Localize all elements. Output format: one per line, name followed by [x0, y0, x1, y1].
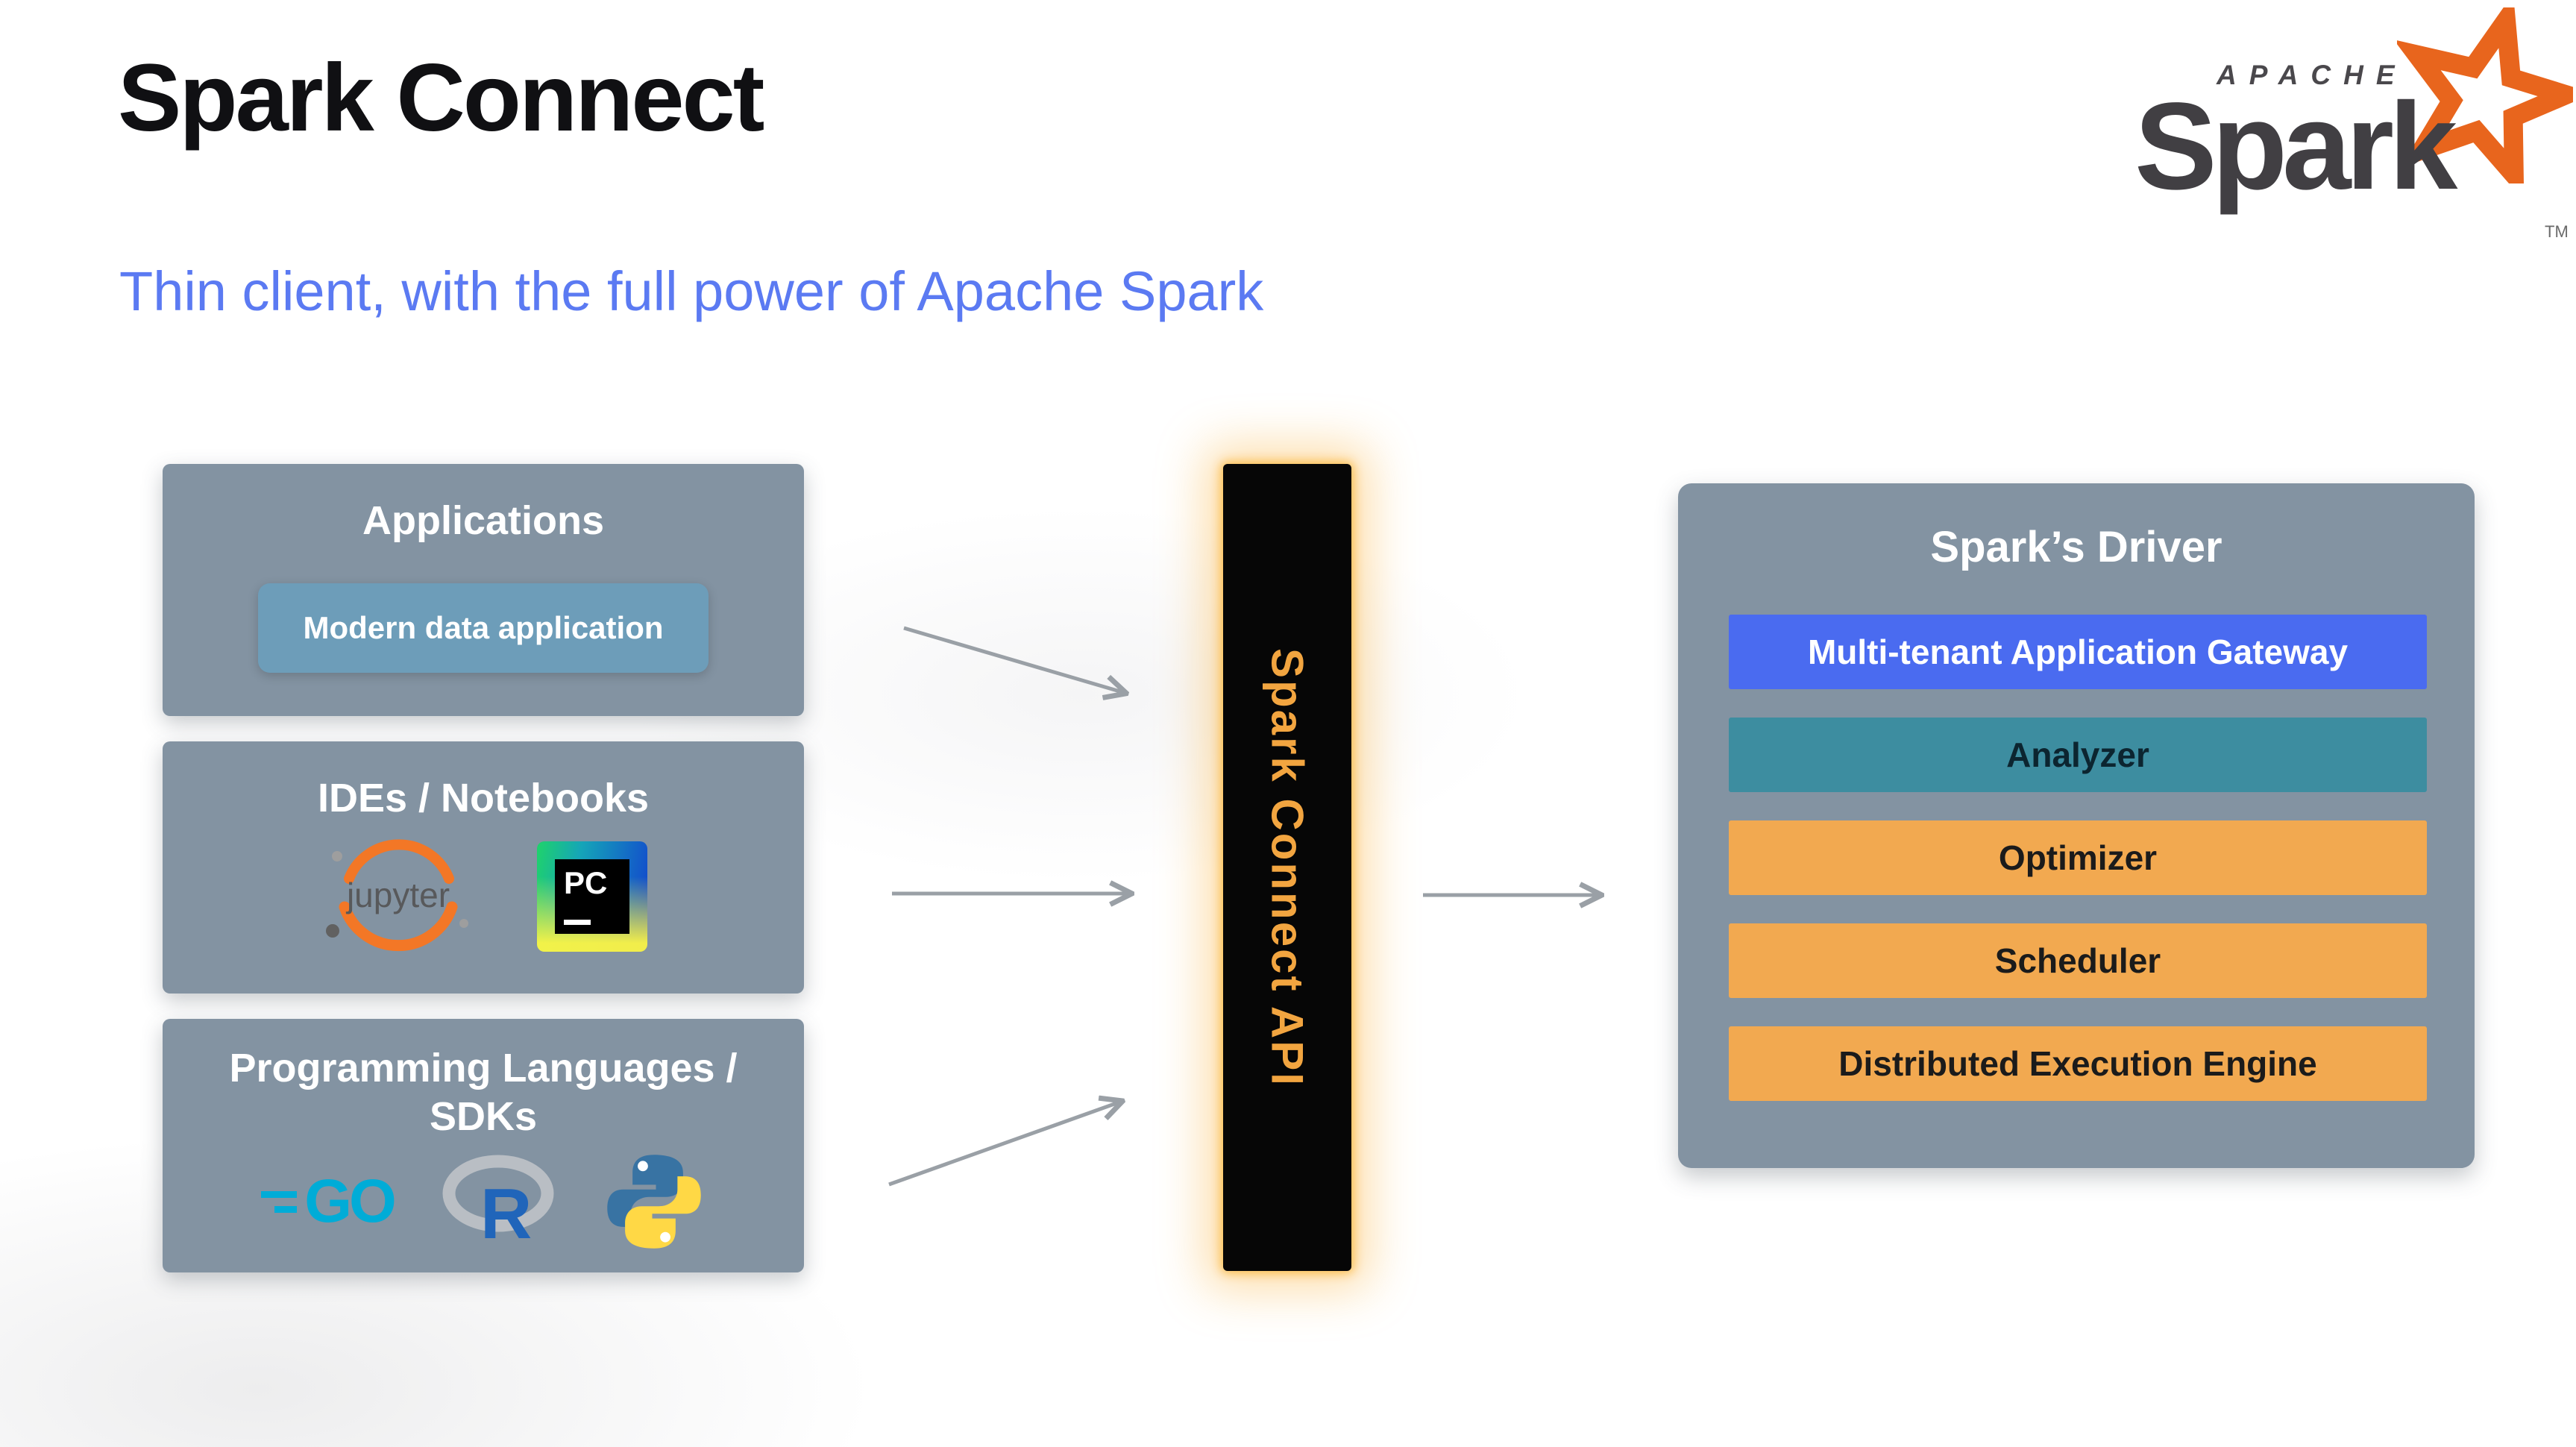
go-speed-lines — [261, 1190, 298, 1213]
arrow-applications — [903, 626, 1122, 692]
driver-layer-gateway: Multi-tenant Application Gateway — [1729, 615, 2427, 689]
ides-logo-row: jupyter PC — [163, 832, 804, 961]
arrow-languages — [888, 1102, 1119, 1187]
r-label: R — [480, 1174, 532, 1249]
languages-sdks-title: Programming Languages / SDKs — [163, 1044, 804, 1141]
r-logo-icon: R — [442, 1155, 554, 1249]
pycharm-inner-square: PC — [555, 859, 629, 934]
spark-wordmark: Spark — [2134, 78, 2457, 216]
applications-panel: Applications Modern data application — [163, 464, 804, 716]
jupyter-logo-icon: jupyter — [326, 839, 468, 952]
trademark-text: TM — [2545, 222, 2569, 241]
pycharm-label: PC — [564, 865, 608, 900]
languages-title-line2: SDKs — [429, 1093, 538, 1139]
modern-data-application-chip: Modern data application — [258, 583, 709, 673]
jupyter-label: jupyter — [345, 876, 450, 914]
languages-sdks-panel: Programming Languages / SDKs GO R — [163, 1019, 804, 1272]
languages-logo-row: GO R — [163, 1150, 804, 1253]
ides-notebooks-title: IDEs / Notebooks — [317, 776, 650, 820]
page-subtitle: Thin client, with the full power of Apac… — [119, 260, 1264, 322]
go-label: GO — [304, 1167, 397, 1235]
go-logo-icon: GO — [261, 1167, 397, 1237]
pycharm-underscore — [564, 920, 591, 925]
apache-spark-logo: APACHE Spark TM — [2130, 7, 2575, 254]
spark-connect-api-bar: Spark Connect API — [1223, 464, 1351, 1271]
driver-layer-scheduler: Scheduler — [1729, 923, 2427, 998]
driver-layer-optimizer: Optimizer — [1729, 820, 2427, 895]
python-logo-icon — [607, 1155, 701, 1249]
pycharm-logo-icon: PC — [537, 841, 647, 952]
spark-driver-title: Spark’s Driver — [1930, 523, 2222, 571]
driver-layer-execution-engine: Distributed Execution Engine — [1729, 1026, 2427, 1101]
languages-title-line1: Programming Languages / — [229, 1046, 738, 1090]
ides-notebooks-panel: IDEs / Notebooks jupyter PC — [163, 741, 804, 994]
page-title: Spark Connect — [118, 45, 764, 151]
spark-driver-panel: Spark’s Driver Multi-tenant Application … — [1678, 483, 2475, 1168]
apache-wordmark: APACHE — [2217, 60, 2407, 90]
driver-layer-analyzer: Analyzer — [1729, 718, 2427, 792]
spark-star-icon — [2397, 7, 2573, 183]
applications-title: Applications — [362, 498, 605, 543]
spark-connect-api-label: Spark Connect API — [1262, 647, 1313, 1087]
driver-layers: Multi-tenant Application Gateway Analyze… — [1729, 615, 2427, 1101]
